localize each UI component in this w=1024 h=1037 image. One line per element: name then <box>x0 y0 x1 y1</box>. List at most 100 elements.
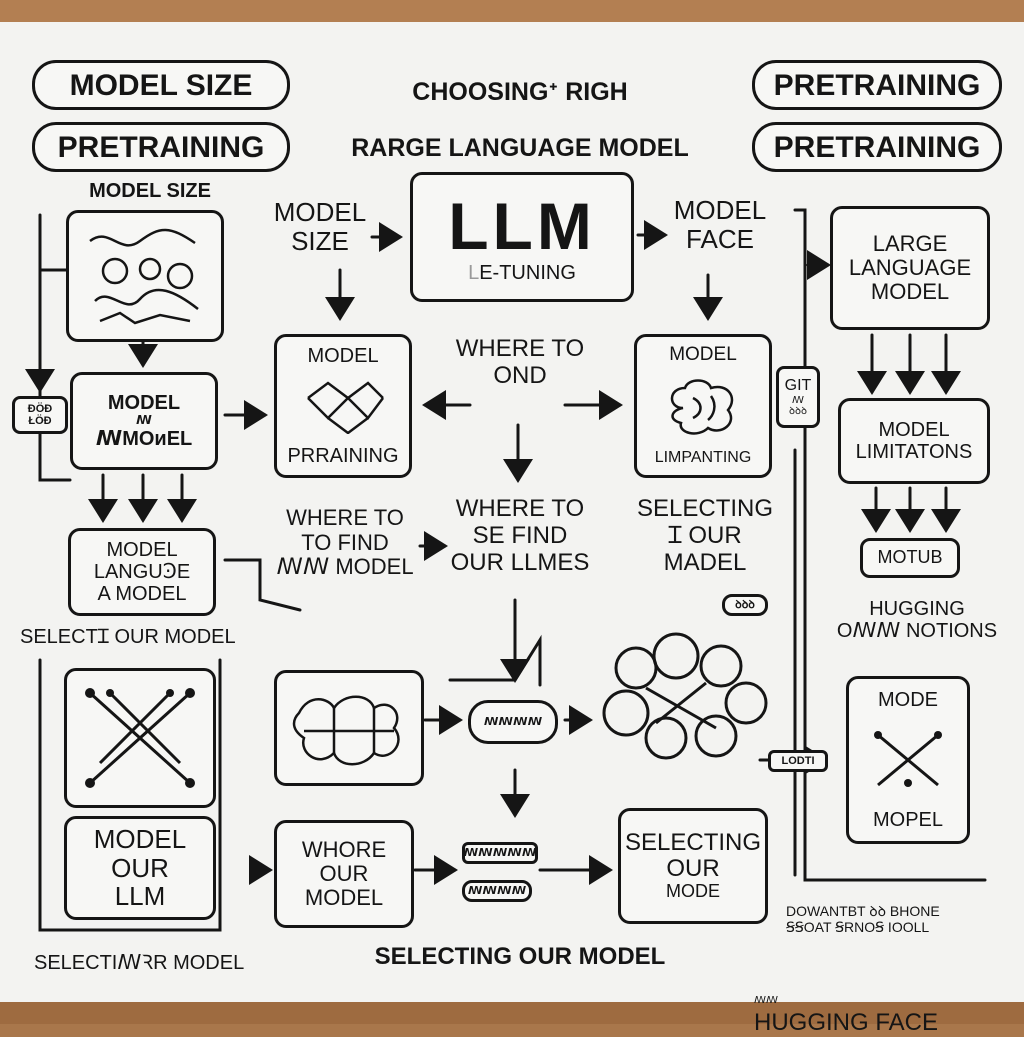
mode-mopel-box: MODE MOPEL <box>846 676 970 844</box>
line-left-sketch <box>25 268 70 393</box>
model-limitations-box: MODEL LIMITATONS <box>838 398 990 484</box>
pill-model-size-label: MODEL SIZE <box>69 68 253 102</box>
model-box-left-line2: ꟿ <box>136 413 152 428</box>
git-tag: GIT ꟿ ꝺꝺꝺ <box>776 366 820 428</box>
tag-small-1-text: ꟿꟿꟿꟿꟿ <box>463 846 537 859</box>
llm-box-line3: LLM <box>114 881 166 912</box>
git-tag-line3: ꝺꝺꝺ <box>789 405 807 417</box>
pill-pretraining-right-2-label: PRETRAINING <box>773 130 981 164</box>
llm-sub-text: E-TUNING <box>479 262 576 285</box>
pill-pretraining-right-1: PRETRAINING <box>752 60 1002 110</box>
motub-text: MOTUB <box>877 547 943 568</box>
limitations-box-line2: LIMITATONS <box>855 441 973 463</box>
tag-side-left-text: ÐÖÐ ŁÖÐ <box>27 402 53 427</box>
prtraining-box-top: MODEL <box>307 345 379 367</box>
model-box-left-line1: MODEL <box>107 392 181 415</box>
tag-small-2: ꟿꟿꟿꟿ <box>462 880 532 902</box>
wood-frame-top <box>0 0 1024 22</box>
limpanting-box-top: MODEL <box>669 344 737 365</box>
hugging-notions-label: HUGGING Oꟿꟿ NOTIONS <box>836 598 998 643</box>
selecting-our-model-bottom-label: SELECTING OUR MODEL <box>374 943 666 970</box>
puzzle-sketch-box <box>274 670 424 786</box>
small-tag-right-text: ꝺꝺꝺ <box>735 598 755 611</box>
tag-small-2-text: ꟿꟿꟿꟿ <box>467 884 527 897</box>
prtraining-box-bottom: PRRAINING <box>287 445 399 467</box>
line-left-bottom-loop <box>38 658 222 932</box>
model-box-left: MODEL ꟿ ꟿMOᴎEL <box>70 372 218 470</box>
cross-icon <box>874 731 942 787</box>
footer-scribble: DOWANTBT ꝺꝺ BHONE ꞨꞨOAT ꞨRNOꞨ IOOLL <box>786 903 940 935</box>
title-line-2: RARGE LANGUAGE MODEL <box>351 134 689 162</box>
whore-our-model-box: WHORE OUR MODEL <box>274 820 414 928</box>
left-sketch-box <box>66 210 224 342</box>
where-to-top-label: WHERE TO OND <box>455 335 585 389</box>
title-line-1: CHOOSINGᐩ RIGH <box>412 78 628 106</box>
llm-label: LLM <box>448 188 596 263</box>
large-box-line1: LARGE <box>872 230 948 256</box>
large-language-model-box: LARGE LANGUAGE MODEL <box>830 206 990 330</box>
small-tag-right: ꝺꝺꝺ <box>722 594 768 616</box>
line-right-tall <box>793 208 987 882</box>
large-box-line3: MODEL <box>870 279 950 305</box>
network-icon <box>85 688 195 788</box>
llm-box-line1: MODEL <box>93 824 187 855</box>
whore-box-line1: WHORE <box>301 836 387 862</box>
model-our-llm-box: MODEL OUR LLM <box>64 816 216 920</box>
large-box-line2: LANGUAGE <box>848 254 972 280</box>
pill-pretraining-right-1-label: PRETRAINING <box>773 68 981 102</box>
limpanting-box: MODEL LIMPANTING <box>634 334 772 478</box>
wood-frame-bottom <box>0 1002 1024 1024</box>
hugging-face-prefix: ꟿꟿ <box>754 994 778 1006</box>
doodle-icon <box>89 228 199 325</box>
lang-box-line2: LANGUꜾE <box>93 561 191 583</box>
brain-icon <box>670 378 734 435</box>
left-section-label: MODEL SIZE <box>70 180 230 203</box>
lang-box-line3: A MODEL <box>97 583 187 605</box>
llm-box-line2: OUR <box>111 852 169 883</box>
motub-tag: MOTUB <box>860 538 960 578</box>
mode-box-top: MODE <box>878 689 938 711</box>
lodti-text: LODTI <box>781 754 815 767</box>
model-box-left-line3: ꟿMOᴎEL <box>95 427 193 450</box>
tag-side-left: ÐÖÐ ŁÖÐ <box>12 396 68 434</box>
select-our-model-left: SELECTꞮ OUR MODEL <box>20 626 236 648</box>
where-to-left-label: WHERE TO TO FIND ꟿꟿ MODEL <box>276 505 414 580</box>
hugging-face-label: ꟿꟿ HUGGING FACE <box>754 956 1004 1037</box>
lang-box-line1: MODEL <box>106 539 178 561</box>
mode-box-bottom: MOPEL <box>872 809 944 831</box>
hugging-face-text: HUGGING FACE <box>754 1008 939 1036</box>
pill-pretraining-left-label: PRETRAINING <box>57 130 265 164</box>
selecting-our-madel-label: SELECTING Ɪ OUR MADEL <box>636 495 774 576</box>
selecting-box-line2: OUR <box>666 855 720 883</box>
git-tag-line2: ꟿ <box>792 394 804 406</box>
prtraining-box: MODEL PRRAINING <box>274 334 412 478</box>
limitations-box-line1: MODEL <box>878 419 950 441</box>
selecting-box-line3: MODE <box>666 881 720 902</box>
llm-sub: LE-TUNING <box>468 262 576 284</box>
center-cloud-node: ꟿꟿꟿꟿ <box>468 700 558 744</box>
center-cloud-text: ꟿꟿꟿꟿ <box>483 715 543 728</box>
select-our-model-bottom-left: SELECTIꟿꝚR MODEL <box>34 952 245 974</box>
tag-small-1: ꟿꟿꟿꟿꟿ <box>462 842 538 864</box>
model-language-box: MODEL LANGUꜾE A MODEL <box>68 528 216 616</box>
where-to-mid-label: WHERE TO SE FIND OUR LLMES <box>450 495 590 576</box>
selecting-our-mode-box: SELECTING OUR MODE <box>618 808 768 924</box>
whore-box-line2: OUR <box>319 860 369 886</box>
whore-box-line3: MODEL <box>304 885 384 911</box>
limpanting-box-bottom: LIMPANTING <box>654 449 752 467</box>
llm-sub-faint: L <box>468 262 480 285</box>
git-tag-line1: GIT <box>784 377 812 395</box>
large-brain-icon <box>602 632 768 760</box>
model-face-label: MODEL FACE <box>673 195 767 255</box>
line-mid-join <box>448 634 542 687</box>
puzzle-icon <box>292 695 400 766</box>
pill-pretraining-right-2: PRETRAINING <box>752 122 1002 172</box>
lodti-tag: LODTI <box>768 750 828 772</box>
pill-pretraining-left: PRETRAINING <box>32 122 290 172</box>
line-left-to-tag <box>223 558 302 612</box>
mesh-icon <box>307 381 384 434</box>
network-sketch-box <box>64 668 216 808</box>
pill-model-size: MODEL SIZE <box>32 60 290 110</box>
model-size-label: MODEL SIZE <box>273 197 367 257</box>
